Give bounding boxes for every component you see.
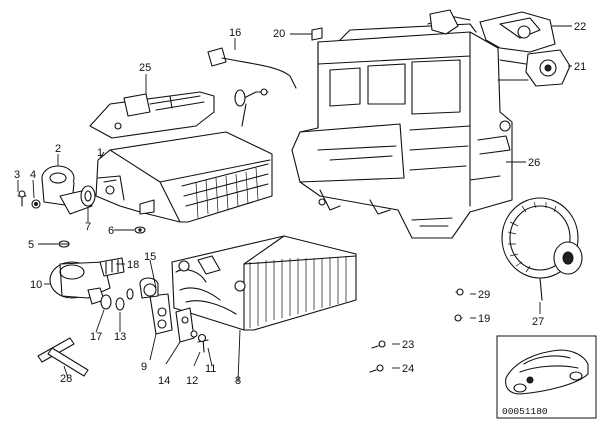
part-labels: 16 20 22 21 25 2 1 3 4 26 7 6 5 15 18 10… bbox=[14, 21, 586, 387]
pipe-clamp bbox=[175, 307, 195, 343]
label-23: 23 bbox=[402, 339, 414, 351]
label-19: 19 bbox=[478, 313, 490, 325]
label-15: 15 bbox=[144, 251, 156, 263]
inset-code: 00051180 bbox=[502, 406, 548, 417]
blower-motor bbox=[501, 197, 583, 301]
label-24: 24 bbox=[402, 363, 414, 375]
heater-housing bbox=[291, 15, 513, 239]
label-25: 25 bbox=[139, 62, 151, 74]
small-hardware bbox=[17, 190, 146, 248]
label-12: 12 bbox=[186, 375, 198, 387]
label-16: 16 bbox=[229, 27, 241, 39]
label-22: 22 bbox=[574, 21, 586, 33]
t-handle-tool bbox=[37, 337, 89, 377]
label-6: 6 bbox=[108, 225, 114, 237]
label-11: 11 bbox=[205, 363, 216, 375]
label-17: 17 bbox=[90, 331, 102, 343]
air-duct-housing bbox=[95, 131, 273, 223]
vehicle-locator-inset: 00051180 bbox=[496, 335, 597, 419]
label-20: 20 bbox=[273, 28, 285, 40]
clip-fastener bbox=[311, 27, 323, 41]
screws bbox=[190, 288, 464, 373]
servo-motor-side bbox=[497, 49, 571, 87]
label-4: 4 bbox=[30, 169, 36, 181]
label-13: 13 bbox=[114, 331, 126, 343]
label-21: 21 bbox=[574, 61, 586, 73]
label-2: 2 bbox=[55, 143, 61, 155]
label-18: 18 bbox=[127, 259, 139, 271]
label-29: 29 bbox=[478, 289, 490, 301]
leader-lines bbox=[17, 25, 572, 383]
expansion-valve bbox=[139, 277, 173, 335]
label-10: 10 bbox=[30, 279, 42, 291]
label-7: 7 bbox=[85, 221, 91, 233]
label-14: 14 bbox=[158, 375, 170, 387]
label-8: 8 bbox=[235, 375, 241, 387]
temperature-sensor bbox=[207, 47, 297, 127]
evaporator-core bbox=[171, 235, 357, 331]
label-27: 27 bbox=[532, 316, 544, 328]
label-1: 1 bbox=[97, 147, 103, 159]
flange-seal bbox=[80, 185, 96, 207]
servo-motor-top bbox=[429, 9, 556, 53]
electrical-connector bbox=[99, 257, 125, 277]
label-3: 3 bbox=[14, 169, 20, 181]
label-9: 9 bbox=[141, 361, 147, 373]
control-unit-bracket bbox=[89, 91, 215, 139]
label-26: 26 bbox=[528, 157, 540, 169]
o-rings bbox=[100, 288, 134, 311]
label-5: 5 bbox=[28, 239, 34, 251]
label-28: 28 bbox=[60, 373, 72, 385]
auxiliary-blower bbox=[49, 261, 111, 305]
